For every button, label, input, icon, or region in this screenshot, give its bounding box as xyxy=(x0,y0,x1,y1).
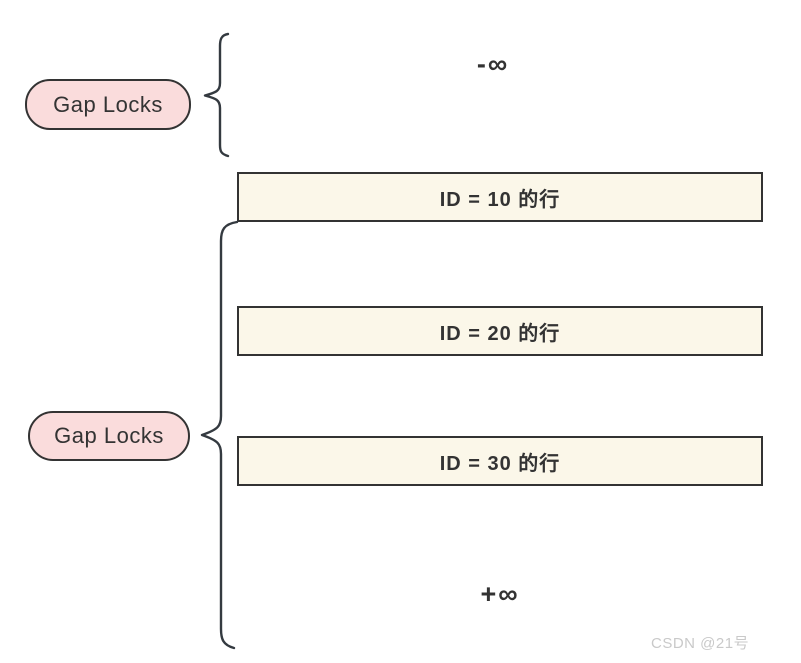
gap-locks-badge-top: Gap Locks xyxy=(25,79,191,130)
row-box-id-20: ID = 20 的行 xyxy=(237,306,763,356)
row-box-id-30: ID = 30 的行 xyxy=(237,436,763,486)
row-box-id-20-label: ID = 20 的行 xyxy=(439,322,561,345)
row-box-id-10: ID = 10 的行 xyxy=(237,172,763,222)
csdn-watermark: CSDN @21号 xyxy=(651,635,750,652)
row-box-id-30-label: ID = 30 的行 xyxy=(439,452,561,475)
curly-brace-main-icon xyxy=(200,220,239,650)
row-box-id-10-label: ID = 10 的行 xyxy=(439,188,561,211)
positive-infinity-label: +∞ xyxy=(480,579,520,609)
gap-locks-badge-main-label: Gap Locks xyxy=(54,423,164,448)
curly-brace-top-icon xyxy=(203,32,230,158)
negative-infinity-label: -∞ xyxy=(476,49,510,79)
gap-locks-badge-top-label: Gap Locks xyxy=(53,91,163,117)
gap-locks-badge-main: Gap Locks xyxy=(28,411,190,461)
